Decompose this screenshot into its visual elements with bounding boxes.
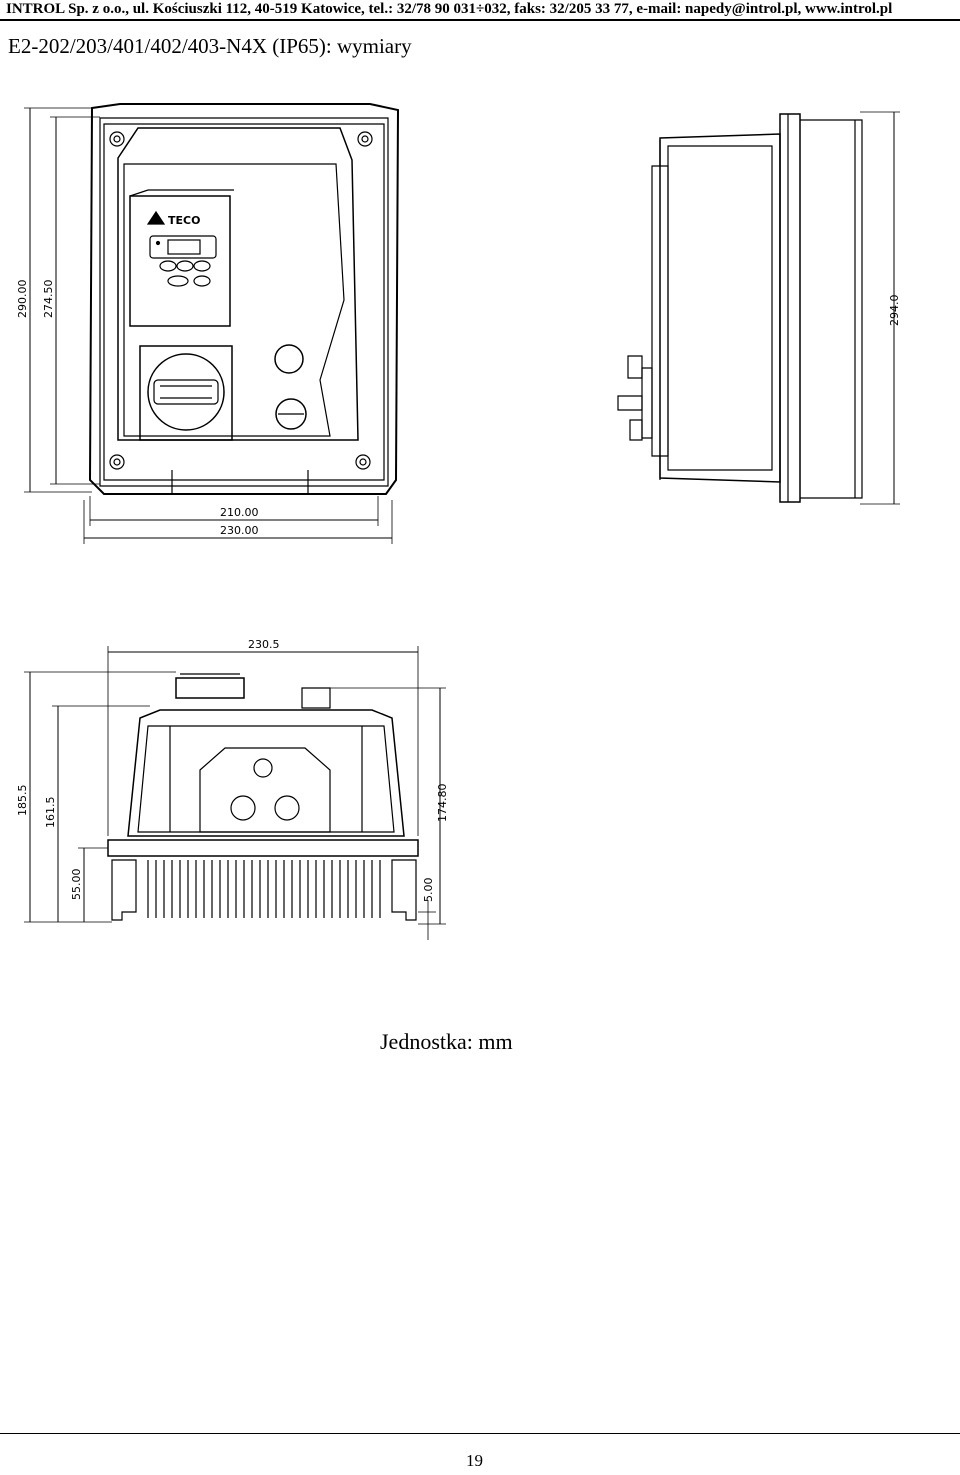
dim-bottom-h1: 185.5 xyxy=(16,785,29,817)
dim-depth: 294.0 xyxy=(888,295,901,327)
dim-bottom-width: 230.5 xyxy=(248,638,280,651)
rotary-switch xyxy=(139,345,233,441)
heatsink-fins xyxy=(111,859,417,921)
page-number: 19 xyxy=(466,1451,483,1470)
unit-label: Jednostka: mm xyxy=(380,1029,513,1054)
front-view: TECO xyxy=(24,103,400,544)
bottom-view xyxy=(24,646,446,940)
dim-width-outer: 230.00 xyxy=(220,524,259,537)
page-title: E2-202/203/401/402/403-N4X (IP65): wymia… xyxy=(8,34,412,58)
potentiometer-knob xyxy=(274,344,304,374)
dim-width-inner: 210.00 xyxy=(220,506,259,519)
keypad-module: TECO xyxy=(129,189,234,327)
cable-gland xyxy=(275,398,307,430)
dim-bottom-h4: 174.80 xyxy=(436,784,449,823)
corner-screws xyxy=(109,131,373,470)
dim-bottom-h2: 161.5 xyxy=(44,797,57,829)
company-header: INTROL Sp. z o.o., ul. Kościuszki 112, 4… xyxy=(6,1,893,17)
header-divider xyxy=(0,19,960,21)
dim-bottom-h3: 55.00 xyxy=(70,869,83,901)
dim-bottom-h5: 5.00 xyxy=(422,878,435,903)
side-view xyxy=(617,111,900,505)
dim-height-outer: 290.00 xyxy=(16,280,29,319)
keypad-logo: TECO xyxy=(168,214,200,227)
dim-height-inner: 274.50 xyxy=(42,280,55,319)
footer-divider xyxy=(0,1433,960,1434)
